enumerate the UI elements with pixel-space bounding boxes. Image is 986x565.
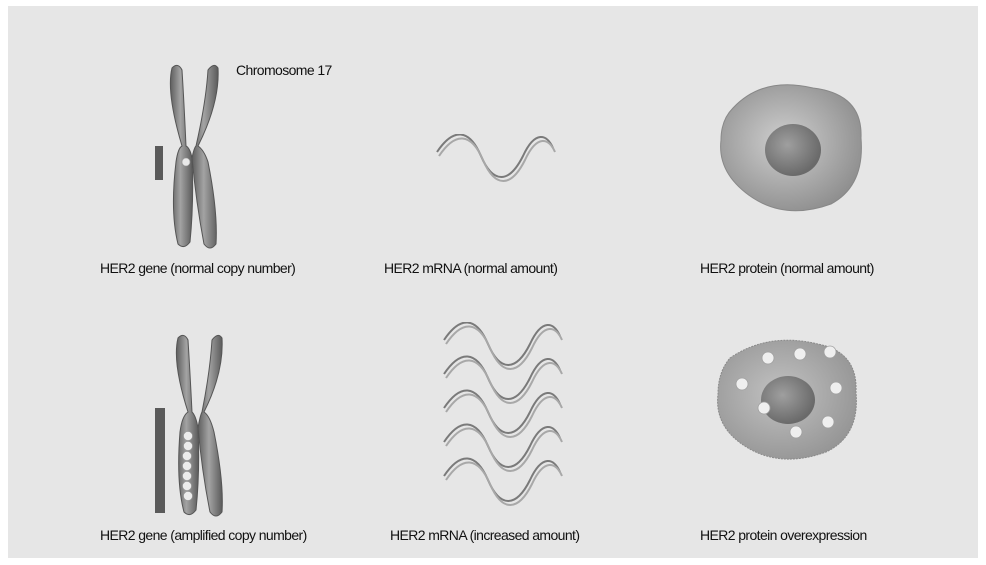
cell-normal [713, 78, 873, 218]
diagram-panel: Chromosome 17 HER2 gene (normal copy num… [8, 6, 978, 558]
mrna-label-increased: HER2 mRNA (increased amount) [390, 527, 579, 543]
mrna-increased [440, 322, 565, 508]
mrna-normal [433, 134, 558, 182]
chromosome-title: Chromosome 17 [236, 62, 332, 78]
chromosome-17-amplified [158, 332, 238, 518]
protein-label-normal: HER2 protein (normal amount) [700, 260, 874, 276]
gene-bar-amplified [155, 408, 165, 513]
gene-label-amplified: HER2 gene (amplified copy number) [100, 527, 307, 543]
gene-label-normal: HER2 gene (normal copy number) [100, 260, 295, 276]
cell-overexpression [708, 336, 868, 466]
protein-label-overexpression: HER2 protein overexpression [700, 527, 867, 543]
mrna-label-normal: HER2 mRNA (normal amount) [384, 260, 557, 276]
gene-bar-normal [155, 146, 163, 180]
